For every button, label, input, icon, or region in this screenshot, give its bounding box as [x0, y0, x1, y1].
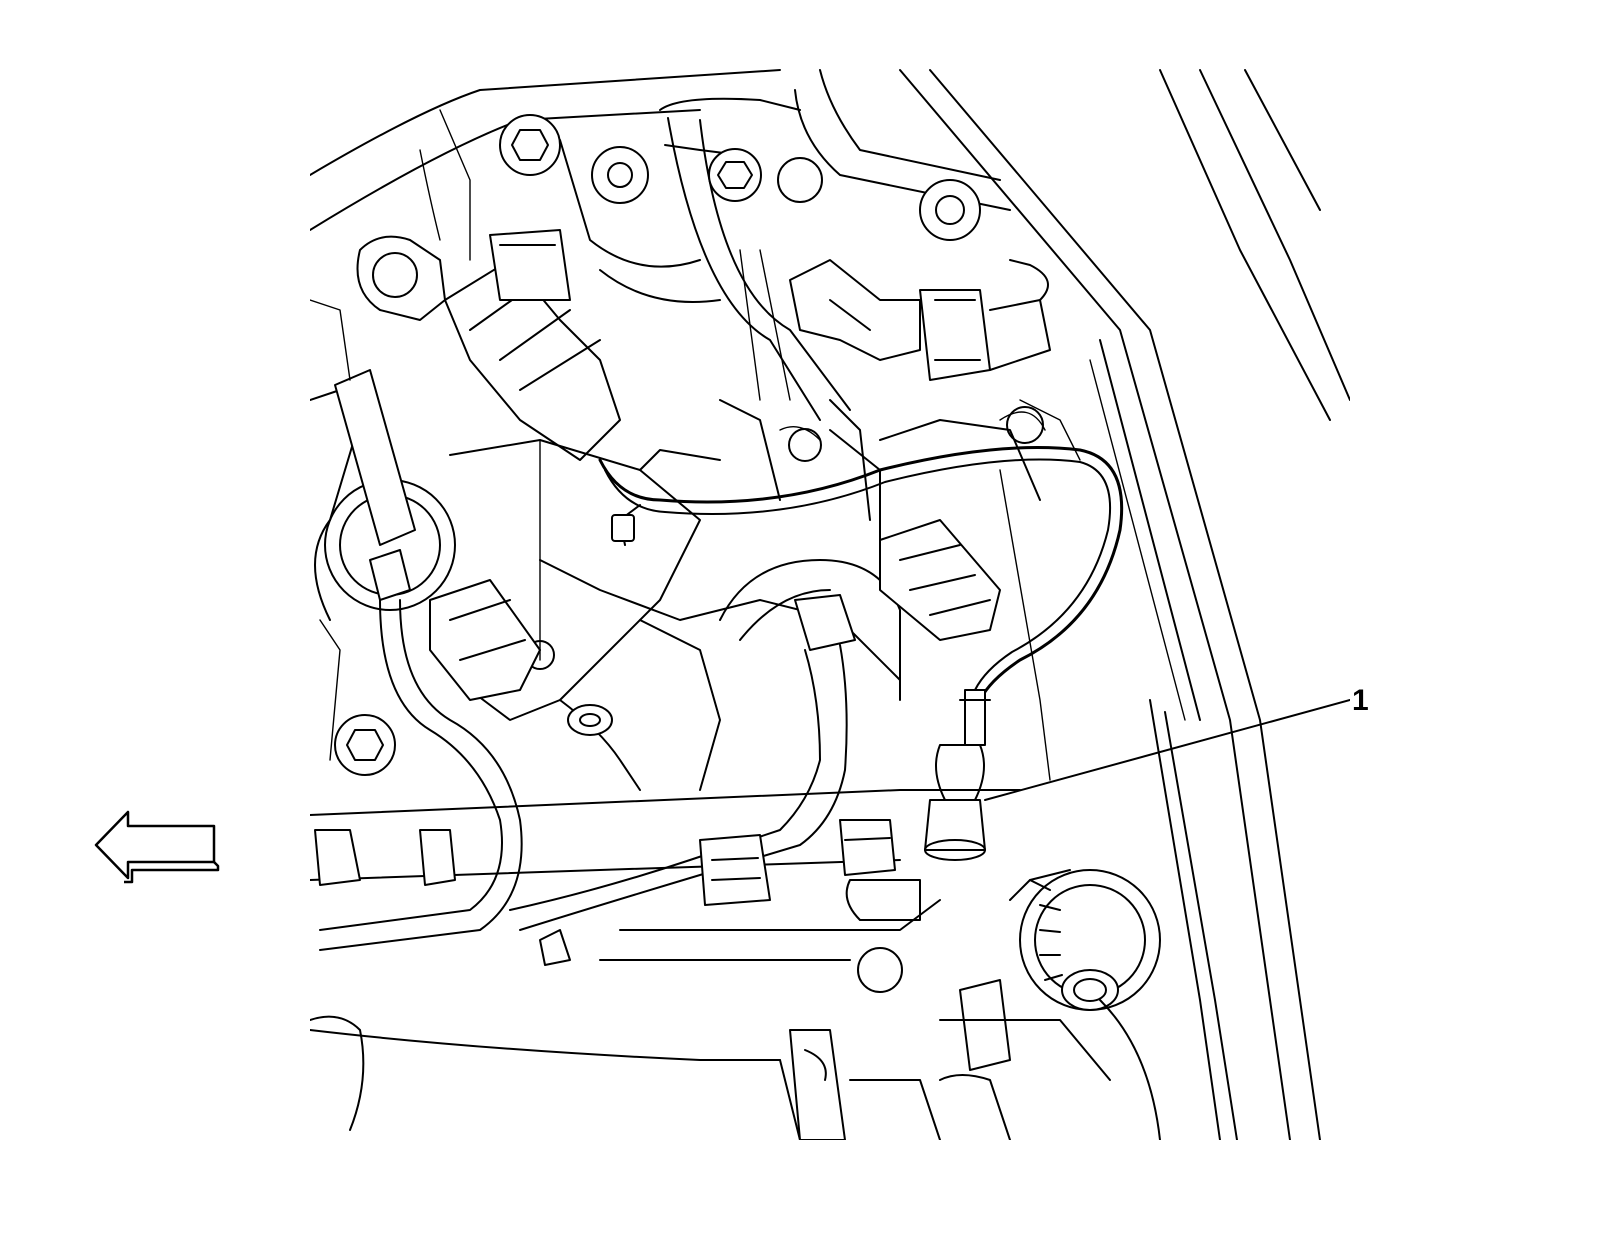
callout-leader-line [984, 699, 1350, 801]
lower-rail [310, 714, 1021, 886]
top-bolts [499, 114, 981, 241]
center-connector [429, 579, 541, 701]
center-fuel-line [509, 594, 856, 931]
mid-right-connector [829, 429, 1001, 641]
lower-components [539, 819, 941, 993]
callout-label-1: 1 [1352, 684, 1369, 717]
engine-components [310, 69, 1350, 1140]
arrow-left-icon [94, 810, 220, 884]
left-coil-connector [356, 229, 621, 461]
misc-detail-lines [310, 109, 1081, 781]
bottom-large-hose [310, 1015, 1011, 1140]
frame-rails [899, 69, 1350, 1140]
left-fuel-line [319, 369, 523, 951]
sensor-1 [924, 689, 991, 861]
right-coil-connector [789, 259, 1051, 381]
bottom-right-assembly [939, 869, 1161, 1140]
sensor-harness [598, 446, 1124, 702]
upper-hoses [310, 69, 1011, 231]
fuel-rail-pipes [559, 117, 851, 421]
